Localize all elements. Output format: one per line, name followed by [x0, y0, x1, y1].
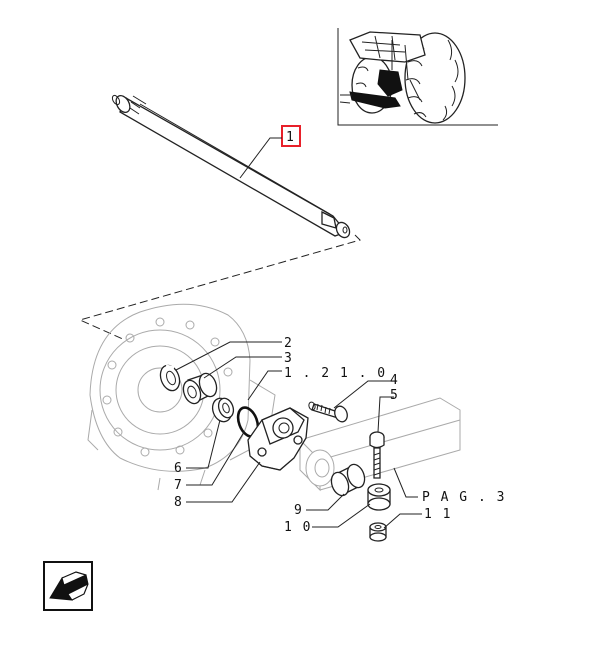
part-6-bearing	[211, 397, 235, 423]
callout-9[interactable]: 9	[294, 503, 303, 518]
callout-labels: 2 3 1 . 2 1 . 0 4 5 6 7 8 9 1 0 P A G . …	[174, 336, 506, 535]
callout-1[interactable]: 1	[239, 125, 301, 179]
callout-1-highlight-box	[281, 125, 301, 147]
callout-7[interactable]: 7	[174, 478, 183, 493]
callout-3[interactable]: 3	[284, 351, 293, 366]
connector-dashed-line	[78, 234, 361, 341]
previous-page-arrow-icon[interactable]	[43, 561, 93, 611]
part-11-nut	[369, 522, 387, 542]
leader-lines	[175, 341, 422, 529]
drive-shaft	[111, 94, 351, 239]
callout-2[interactable]: 2	[284, 336, 293, 351]
callout-ref-group[interactable]: 1 . 2 1 . 0	[284, 366, 387, 381]
part-9-bushing	[330, 463, 366, 497]
callout-ref-page[interactable]: P A G . 3	[422, 490, 506, 505]
callout-10[interactable]: 1 0	[284, 520, 312, 535]
part-2-circlip	[159, 364, 181, 392]
part-10-bushing	[367, 483, 391, 511]
tractor-location-thumbnail[interactable]	[337, 28, 498, 126]
callout-11[interactable]: 1 1	[424, 507, 452, 522]
callout-1-label: 1	[286, 130, 295, 145]
callout-8[interactable]: 8	[174, 495, 183, 510]
callout-5[interactable]: 5	[390, 388, 399, 403]
callout-6[interactable]: 6	[174, 461, 183, 476]
part-5-bolt	[369, 431, 385, 479]
callout-4[interactable]: 4	[390, 373, 399, 388]
part-3-bushing	[182, 372, 218, 405]
part-8-flange-support	[247, 407, 309, 471]
part-4-bolt	[308, 401, 348, 423]
